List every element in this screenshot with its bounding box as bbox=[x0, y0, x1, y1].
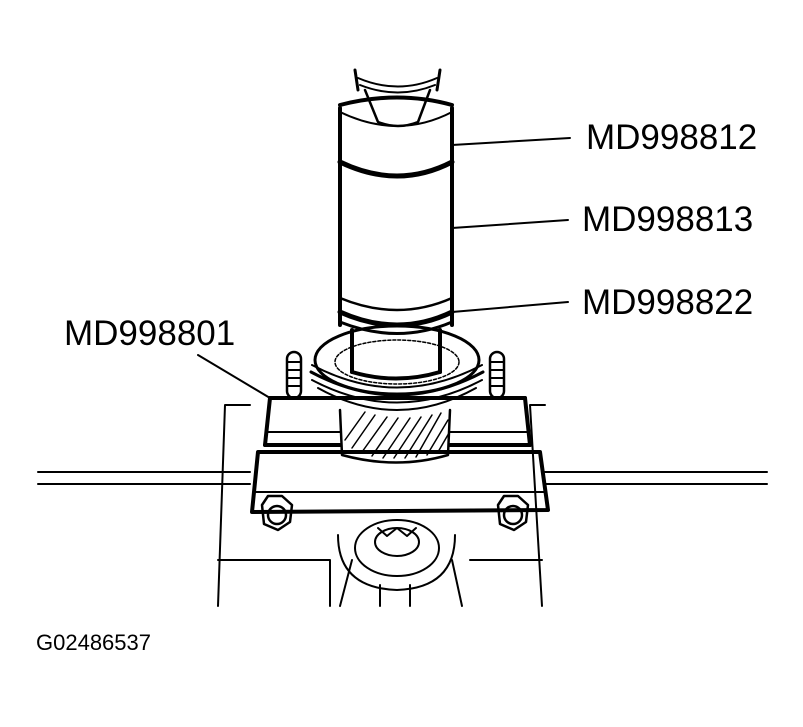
callout-md998812: MD998812 bbox=[586, 118, 758, 157]
lower-bearing bbox=[337, 519, 456, 591]
remover-plate bbox=[250, 396, 550, 514]
callout-md998801: MD998801 bbox=[64, 314, 236, 353]
plate-bolts bbox=[260, 494, 530, 532]
leader-md998813 bbox=[451, 219, 569, 229]
leader-md998801 bbox=[197, 354, 271, 399]
press-table bbox=[37, 404, 768, 607]
threaded-studs bbox=[285, 350, 506, 400]
figure-id: G02486537 bbox=[36, 630, 151, 655]
leader-md998822 bbox=[451, 301, 569, 313]
tool-cylinder bbox=[337, 95, 455, 381]
callout-md998822: MD998822 bbox=[582, 283, 754, 322]
leader-md998812 bbox=[451, 137, 571, 146]
leader-lines bbox=[197, 137, 571, 399]
gear-assembly bbox=[309, 324, 485, 464]
callout-md998813: MD998813 bbox=[582, 200, 754, 239]
